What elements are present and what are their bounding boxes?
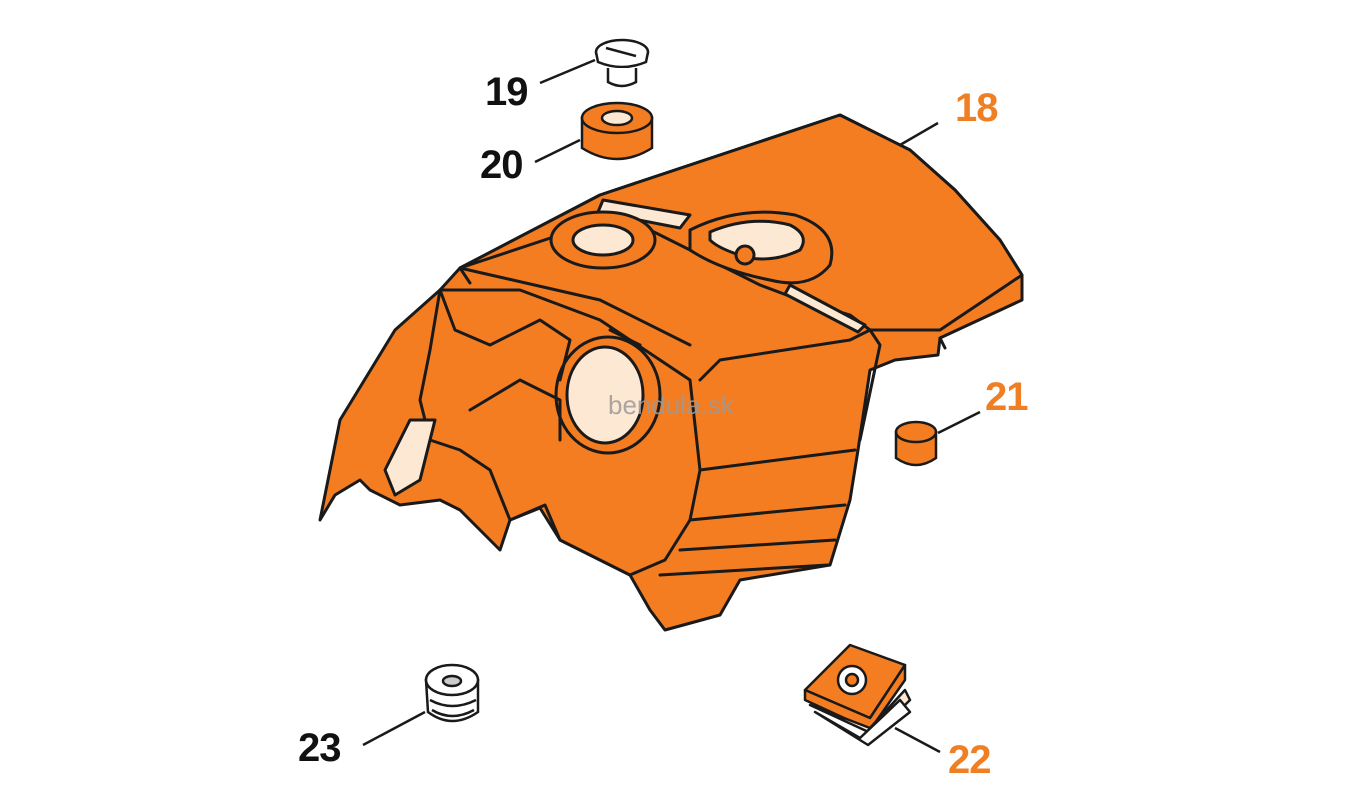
top-edges: [458, 266, 872, 382]
grommet-21-top: [894, 420, 938, 444]
leader-22: [894, 726, 941, 754]
front-round-hole: [565, 345, 645, 445]
clip-part-22: [803, 643, 912, 747]
left-opening: [383, 418, 437, 497]
grommet-hole: [600, 109, 634, 127]
watermark-text: bendula.sk: [608, 390, 734, 420]
leader-23: [362, 710, 426, 747]
clip-base: [813, 698, 912, 747]
callout-20: 20: [480, 143, 523, 187]
callout-21: 21: [985, 375, 1028, 419]
callout-19: 19: [485, 70, 528, 114]
screw-shank: [606, 68, 638, 88]
screw-part-19: [594, 38, 650, 88]
right-ribs: [658, 328, 947, 577]
grommet-part-21: [894, 420, 938, 467]
leader-21: [937, 410, 981, 435]
leader-20: [534, 138, 581, 164]
socket-screw-part-23: [424, 663, 480, 723]
shroud-cover-part-18: [318, 113, 1024, 632]
leader-18: [899, 121, 939, 147]
screw-head-side: [594, 51, 650, 69]
left-inner-step: [438, 288, 572, 442]
callout-22: 22: [948, 738, 991, 782]
top-slot-right: [783, 283, 867, 334]
clip-side: [803, 663, 907, 732]
screw23-thread: [429, 698, 477, 718]
callout-23: 23: [298, 726, 341, 770]
leader-lines: [362, 58, 981, 754]
leader-19: [539, 58, 596, 85]
screw-slot: [605, 46, 637, 58]
grommet-part-20: [580, 101, 654, 161]
screw23-socket: [441, 674, 463, 688]
clip-nut-hole: [844, 672, 860, 688]
oval-recess-opening: [708, 219, 805, 261]
oval-recess-boss: [734, 244, 756, 266]
callout-18: 18: [955, 86, 998, 130]
top-slot-left: [596, 198, 692, 230]
boss-left-hole: [571, 223, 635, 257]
